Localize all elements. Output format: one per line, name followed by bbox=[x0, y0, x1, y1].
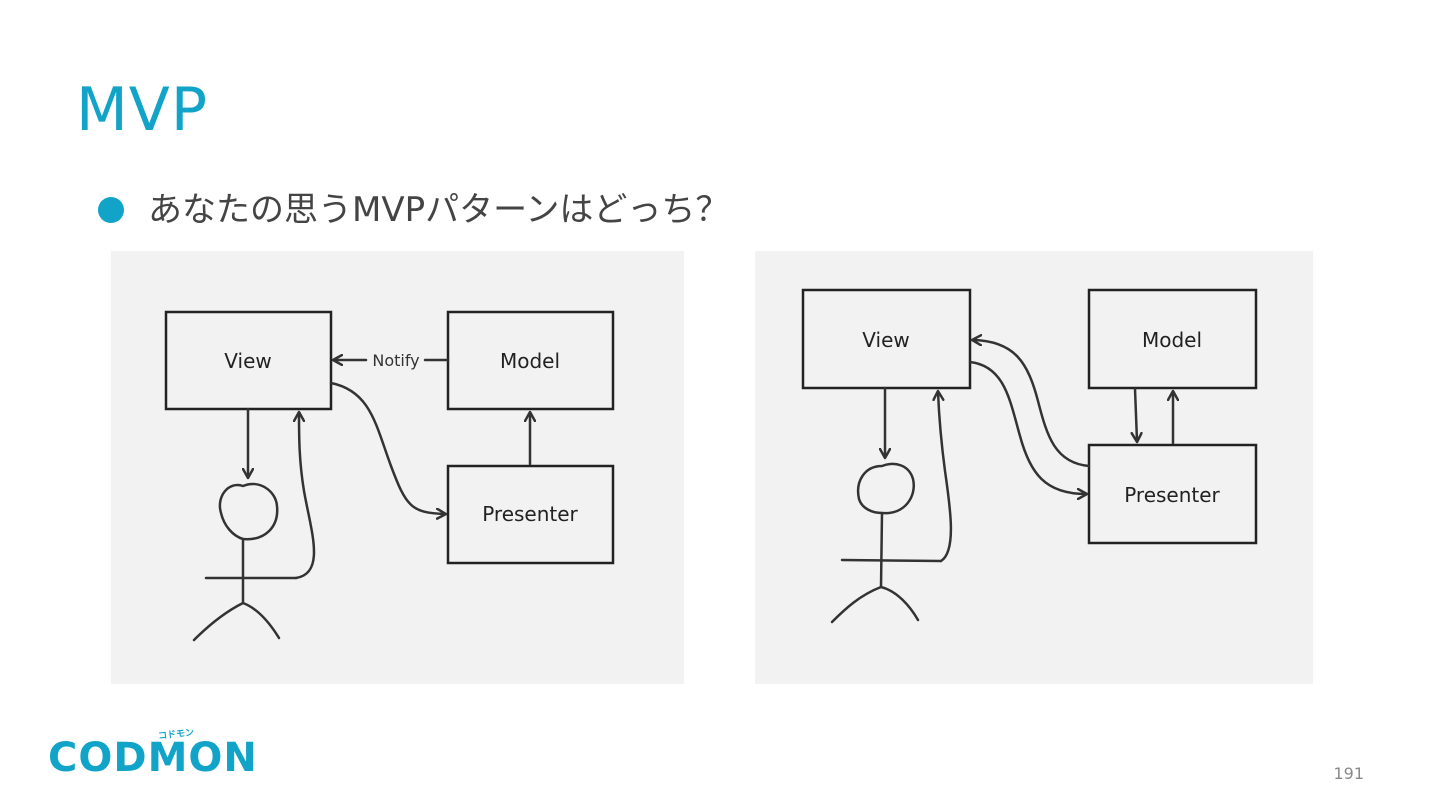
view-label: View bbox=[224, 349, 271, 373]
user-to-view-arrow bbox=[938, 392, 953, 563]
bullet-item: あなたの思うMVPパターンはどっち？ bbox=[98, 188, 729, 232]
user-to-view-arrow bbox=[296, 413, 316, 580]
model-box: Model bbox=[1087, 288, 1258, 390]
page-number: 191 bbox=[1333, 764, 1364, 783]
presenter-label: Presenter bbox=[482, 502, 578, 526]
codmon-logo: CODMON コドモン bbox=[48, 728, 258, 781]
slide-title: MVP bbox=[76, 75, 208, 145]
logo-text: CODMON bbox=[48, 735, 258, 781]
model-label: Model bbox=[500, 349, 560, 373]
view-box: View bbox=[164, 310, 333, 411]
presenter-box: Presenter bbox=[1087, 443, 1258, 545]
bullet-text: あなたの思うMVPパターンはどっち？ bbox=[148, 190, 730, 230]
user-figure-icon bbox=[830, 462, 943, 624]
diagram-right: View Model Presenter bbox=[755, 251, 1313, 684]
bullet-dot-icon bbox=[98, 197, 124, 223]
view-box: View bbox=[801, 288, 972, 390]
view-label: View bbox=[862, 328, 909, 352]
presenter-to-view-arrow bbox=[973, 340, 1091, 468]
user-figure-icon bbox=[192, 482, 298, 642]
view-to-presenter-arrow bbox=[329, 381, 445, 514]
model-to-presenter-arrow bbox=[1135, 387, 1137, 441]
notify-label: Notify bbox=[372, 351, 419, 370]
view-to-presenter-arrow bbox=[968, 360, 1086, 494]
model-box: Model bbox=[446, 310, 615, 411]
presenter-label: Presenter bbox=[1124, 483, 1220, 507]
diagram-left: View Model Presenter Notify bbox=[111, 251, 684, 684]
presenter-box: Presenter bbox=[446, 464, 615, 565]
model-label: Model bbox=[1142, 328, 1202, 352]
